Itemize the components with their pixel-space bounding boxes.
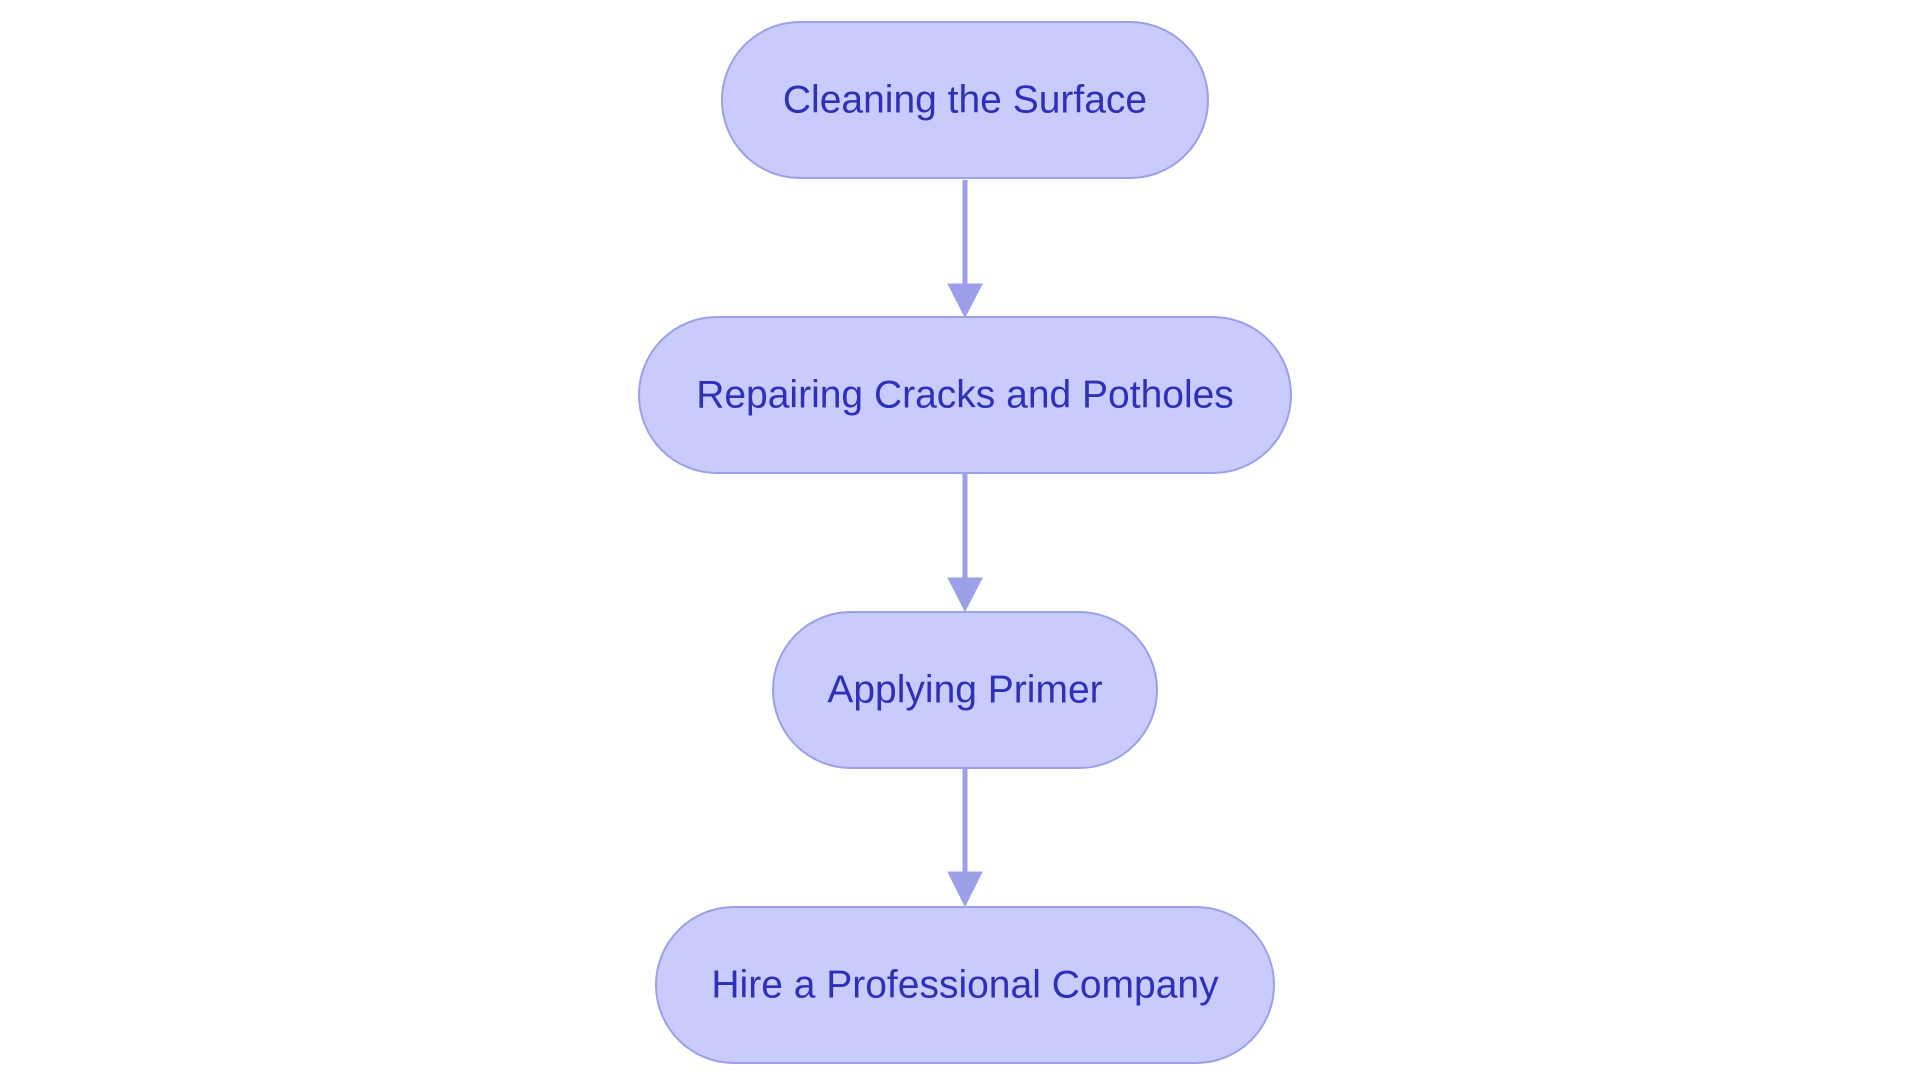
node-repairing-cracks-and-potholes[interactable]: Repairing Cracks and Potholes	[638, 316, 1292, 474]
node-label-primer: Applying Primer	[827, 669, 1102, 712]
node-label-cleaning: Cleaning the Surface	[783, 79, 1147, 122]
node-applying-primer[interactable]: Applying Primer	[772, 611, 1158, 769]
node-hire-a-professional-company[interactable]: Hire a Professional Company	[655, 906, 1275, 1064]
edge-cleaning-to-repairing	[947, 180, 983, 319]
edge-repairing-to-primer	[947, 474, 983, 613]
node-label-hire: Hire a Professional Company	[711, 964, 1219, 1007]
node-cleaning-the-surface[interactable]: Cleaning the Surface	[721, 21, 1209, 179]
edge-primer-to-hire	[947, 768, 983, 908]
node-label-repairing: Repairing Cracks and Potholes	[696, 374, 1234, 417]
